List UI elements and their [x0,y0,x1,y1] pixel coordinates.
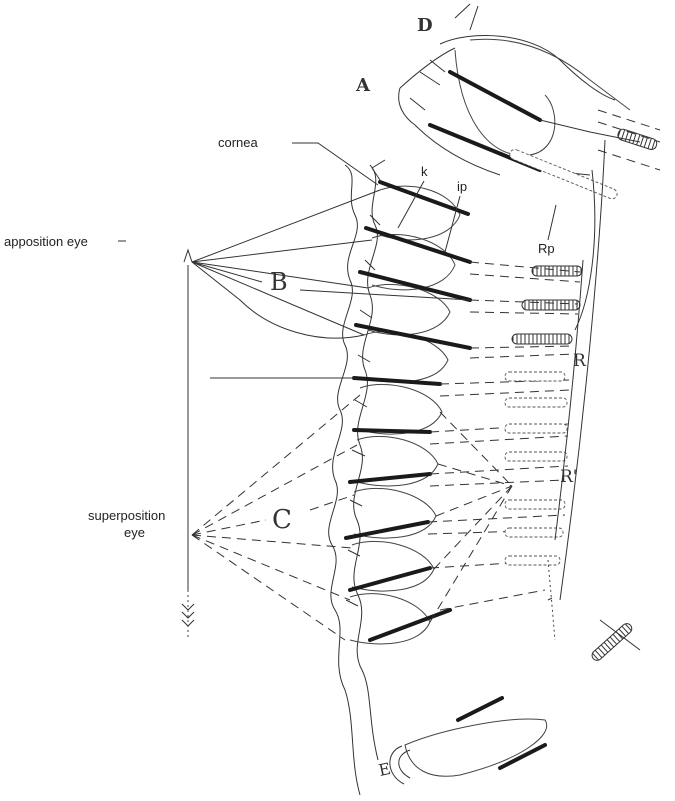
label-superposition-line2: eye [124,525,145,540]
insert-d-ommatidium [399,4,660,330]
label-region-b: B [270,268,288,296]
label-region-d: D [417,15,433,36]
label-region-a: A [355,75,371,96]
object-arrow [182,250,194,640]
label-apposition-eye: apposition eye [4,234,88,249]
label-r-prime: R' [560,467,577,487]
insert-e-cone [390,698,547,784]
apposition-rays [192,190,470,378]
compound-eye-section [329,140,640,795]
label-ip: ip [457,179,467,194]
label-superposition-line1: superposition [88,508,165,523]
label-r: R [573,351,587,371]
labels-layer: cornea k ip Rp apposition eye superposit… [4,15,587,780]
label-rp: Rp [538,241,555,256]
label-k: k [421,164,428,179]
label-cornea: cornea [218,135,259,150]
label-region-c: C [272,505,292,535]
